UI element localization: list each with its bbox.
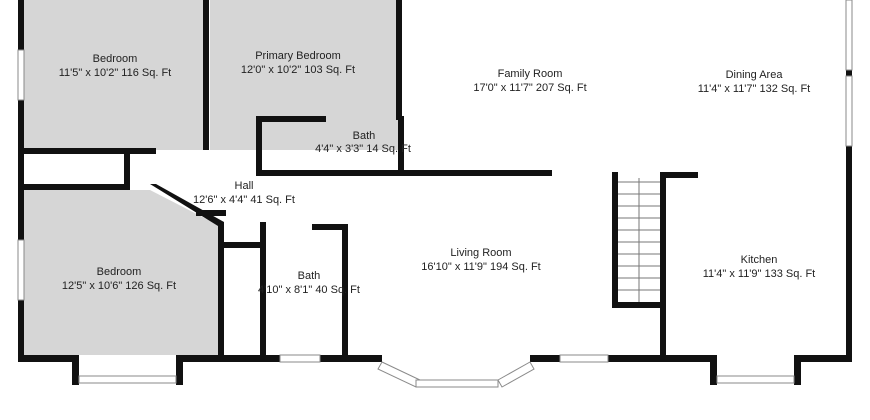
room-label-bedroom-2: Bedroom 12'5" x 10'6" 126 Sq. Ft <box>62 266 176 292</box>
room-dimensions: 4'4" x 3'3" 14 Sq. Ft <box>315 143 411 155</box>
primary-bedroom-floor <box>210 0 398 150</box>
room-label-family-room: Family Room 17'0" x 11'7" 207 Sq. Ft <box>473 68 586 94</box>
east-exterior-wall <box>846 0 852 362</box>
window <box>279 354 321 363</box>
room-name: Dining Area <box>726 69 784 81</box>
bay-wall-left <box>72 355 79 385</box>
primary-bedroom-east-wall <box>396 0 402 120</box>
kitchen-bay-right <box>794 355 801 385</box>
closet-wall <box>124 148 130 188</box>
room-label-bedroom-1: Bedroom 11'5" x 10'2" 116 Sq. Ft <box>59 53 172 79</box>
bedroom-1-floor <box>24 0 206 150</box>
stair-wall <box>612 172 618 308</box>
kitchen-bay-left <box>710 355 717 385</box>
south-wall-segment <box>794 355 852 362</box>
closet-wall <box>124 148 156 154</box>
room-label-dining-area: Dining Area 11'4" x 11'7" 132 Sq. Ft <box>698 69 811 95</box>
room-dimensions: 11'4" x 11'7" 132 Sq. Ft <box>698 83 811 95</box>
living-room-bay-window <box>415 379 499 388</box>
bath-2-north-wall <box>312 224 348 230</box>
south-wall-segment <box>18 355 78 362</box>
room-dimensions: 12'5" x 10'6" 126 Sq. Ft <box>62 280 176 292</box>
bay-window-angle-left <box>377 361 421 388</box>
window <box>17 239 25 301</box>
stair-bottom-wall <box>612 302 666 308</box>
room-dimensions: 4'10" x 8'1" 40 Sq. Ft <box>258 284 360 296</box>
bath-2-east-wall <box>342 224 348 355</box>
room-name: Bath <box>298 270 321 282</box>
kitchen-north-wall <box>660 172 698 178</box>
west-exterior-wall <box>18 0 24 362</box>
south-wall-segment <box>320 355 382 362</box>
bedroom-divider-wall <box>203 0 209 150</box>
room-label-hall: Hall 12'6" x 4'4" 41 Sq. Ft <box>193 180 295 206</box>
closet-wall <box>224 242 264 248</box>
room-dimensions: 11'5" x 10'2" 116 Sq. Ft <box>59 67 172 79</box>
kitchen-west-wall <box>660 172 666 355</box>
room-dimensions: 12'0" x 10'2" 103 Sq. Ft <box>241 64 355 76</box>
room-name: Family Room <box>498 68 563 80</box>
room-dimensions: 11'4" x 11'9" 133 Sq. Ft <box>703 268 816 280</box>
bath-1-east-wall <box>398 116 404 176</box>
room-name: Primary Bedroom <box>255 50 341 62</box>
room-name: Bedroom <box>93 53 138 65</box>
room-name: Hall <box>235 180 254 192</box>
room-label-primary-bedroom: Primary Bedroom 12'0" x 10'2" 103 Sq. Ft <box>241 50 355 76</box>
room-label-living-room: Living Room 16'10" x 11'9" 194 Sq. Ft <box>421 247 540 273</box>
closet-wall <box>24 148 124 154</box>
south-wall-segment <box>608 355 716 362</box>
bath-2-west-wall <box>260 222 266 362</box>
bath-1-wall <box>256 116 326 122</box>
window <box>845 0 853 71</box>
room-name: Bath <box>353 130 376 142</box>
south-wall-segment <box>176 355 280 362</box>
bay-window <box>78 375 177 384</box>
room-dimensions: 17'0" x 11'7" 207 Sq. Ft <box>473 82 586 94</box>
hall-wall <box>196 210 226 216</box>
window <box>559 354 609 363</box>
room-name: Kitchen <box>741 254 778 266</box>
bedroom-2-floor <box>24 190 220 355</box>
window <box>17 49 25 101</box>
staircase <box>618 178 660 302</box>
south-wall-segment <box>530 355 560 362</box>
room-dimensions: 12'6" x 4'4" 41 Sq. Ft <box>193 194 295 206</box>
room-label-bath-2: Bath 4'10" x 8'1" 40 Sq. Ft <box>258 270 360 296</box>
bedroom-2-north-wall <box>24 184 130 190</box>
bay-window-angle-right <box>497 361 535 388</box>
room-dimensions: 16'10" x 11'9" 194 Sq. Ft <box>421 261 540 273</box>
room-label-kitchen: Kitchen 11'4" x 11'9" 133 Sq. Ft <box>703 254 816 280</box>
room-name: Bedroom <box>97 266 142 278</box>
bedroom-2-east-wall <box>218 222 224 355</box>
window <box>845 75 853 147</box>
bay-wall-right <box>176 355 183 385</box>
room-label-bath-1: Bath 4'4" x 3'3" 14 Sq. Ft <box>315 130 411 155</box>
room-name: Living Room <box>450 247 511 259</box>
bay-window <box>716 375 795 384</box>
bath-1-wall <box>256 116 262 174</box>
